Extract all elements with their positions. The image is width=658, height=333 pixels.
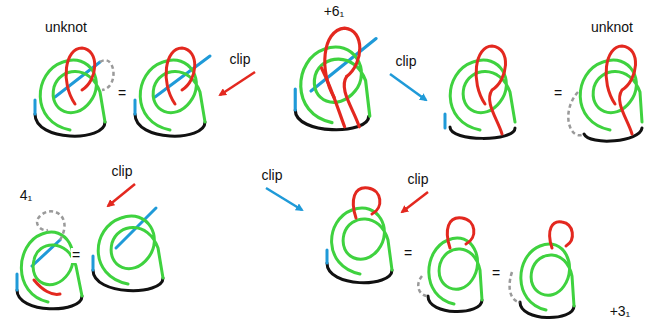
clip-arrow [220, 72, 255, 95]
knot-figure [327, 188, 392, 283]
clip-label: clip [406, 172, 429, 187]
knot-figure [17, 211, 82, 309]
equals-sign: = [403, 246, 413, 261]
equals-sign: = [117, 86, 127, 101]
knot-figure [295, 28, 376, 130]
clip-arrow [266, 188, 302, 210]
clip-label: clip [228, 52, 251, 67]
knot-figure [35, 48, 114, 136]
knot-name: unknot [44, 20, 88, 35]
knot-figure [510, 222, 574, 318]
knot-figure [445, 46, 515, 138]
knot-figure [135, 48, 210, 136]
clip-arrow [402, 192, 428, 212]
clip-label: clip [394, 54, 417, 69]
clip-label: clip [260, 168, 283, 183]
clip-label: clip [110, 164, 133, 179]
clip-arrow [390, 74, 426, 100]
knot-name: 4₁ [19, 188, 34, 203]
knot-figure [568, 46, 642, 141]
knot-figure [418, 218, 482, 312]
clip-arrow [108, 184, 135, 206]
knot-figure [93, 208, 163, 291]
knot-name: +6₁ [323, 4, 346, 19]
equals-sign: = [553, 86, 563, 101]
knot-name: unknot [590, 20, 634, 35]
knot-name: +3₁ [609, 304, 632, 319]
equals-sign: = [491, 266, 501, 281]
equals-sign: = [71, 248, 81, 263]
